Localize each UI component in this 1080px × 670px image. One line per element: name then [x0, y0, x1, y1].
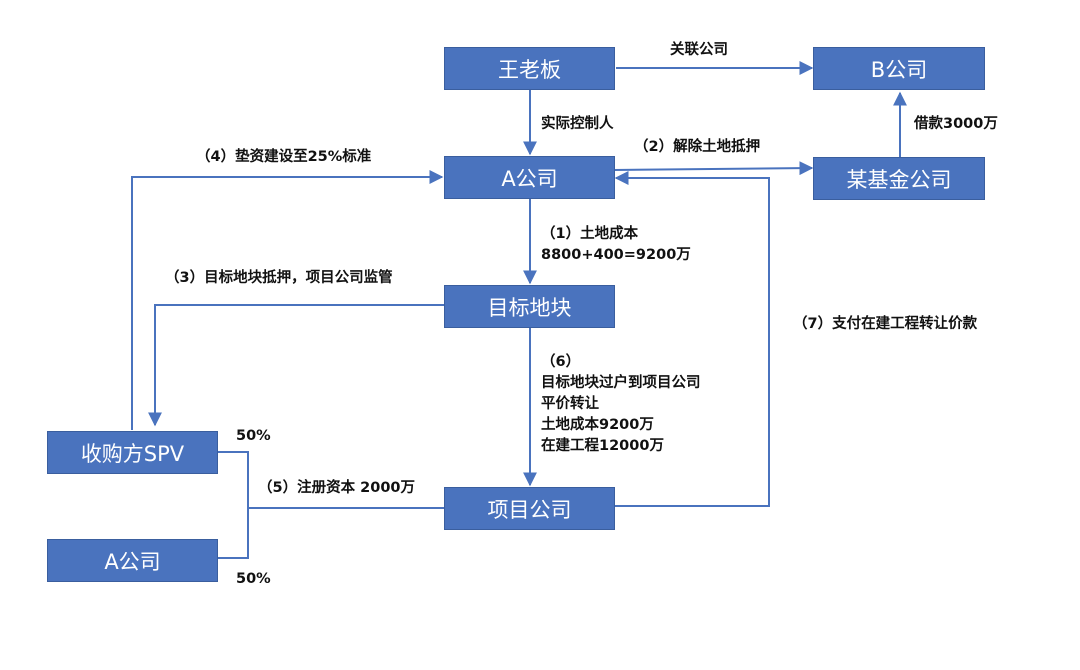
- payment-arrow: [614, 171, 770, 507]
- node-wang: 王老板: [444, 47, 615, 90]
- node-fund: 某基金公司: [813, 157, 985, 200]
- label-step6-line5: 在建工程12000万: [541, 438, 664, 455]
- label-loan: 借款3000万: [914, 116, 998, 132]
- node-b-company: B公司: [813, 47, 985, 90]
- node-a-company: A公司: [444, 156, 615, 199]
- node-project-company: 项目公司: [444, 487, 615, 530]
- label-step5: （5）注册资本 2000万: [258, 480, 415, 496]
- node-target-land: 目标地块: [444, 285, 615, 328]
- label-step1: （1）土地成本 8800+400=9200万: [541, 224, 691, 266]
- node-a-company-2: A公司: [47, 539, 218, 582]
- label-step3: （3）目标地块抵押，项目公司监管: [165, 270, 393, 286]
- spv-share-line: [218, 451, 249, 559]
- advance-construction-arrow: [131, 170, 444, 430]
- label-step6: （6） 目标地块过户到项目公司 平价转让 土地成本9200万 在建工程12000…: [541, 352, 701, 457]
- label-step1-line1: （1）土地成本: [541, 226, 639, 242]
- label-related: 关联公司: [670, 42, 728, 58]
- label-controller: 实际控制人: [541, 116, 614, 132]
- label-share-spv: 50%: [236, 428, 271, 444]
- mortgage-arrow: [148, 304, 444, 427]
- release-mortgage-arrow: [613, 161, 814, 176]
- label-step1-line2: 8800+400=9200万: [541, 247, 691, 264]
- label-share-a: 50%: [236, 571, 271, 587]
- label-step2: （2）解除土地抵押: [634, 139, 761, 155]
- node-spv: 收购方SPV: [47, 431, 218, 474]
- label-step4: （4）垫资建设至25%标准: [196, 149, 372, 165]
- label-step6-line2: 目标地块过户到项目公司: [541, 375, 701, 392]
- label-step6-line4: 土地成本9200万: [541, 417, 654, 434]
- label-step6-line1: （6）: [541, 354, 581, 370]
- label-step6-line3: 平价转让: [541, 396, 599, 413]
- label-step7: （7）支付在建工程转让价款: [793, 316, 978, 332]
